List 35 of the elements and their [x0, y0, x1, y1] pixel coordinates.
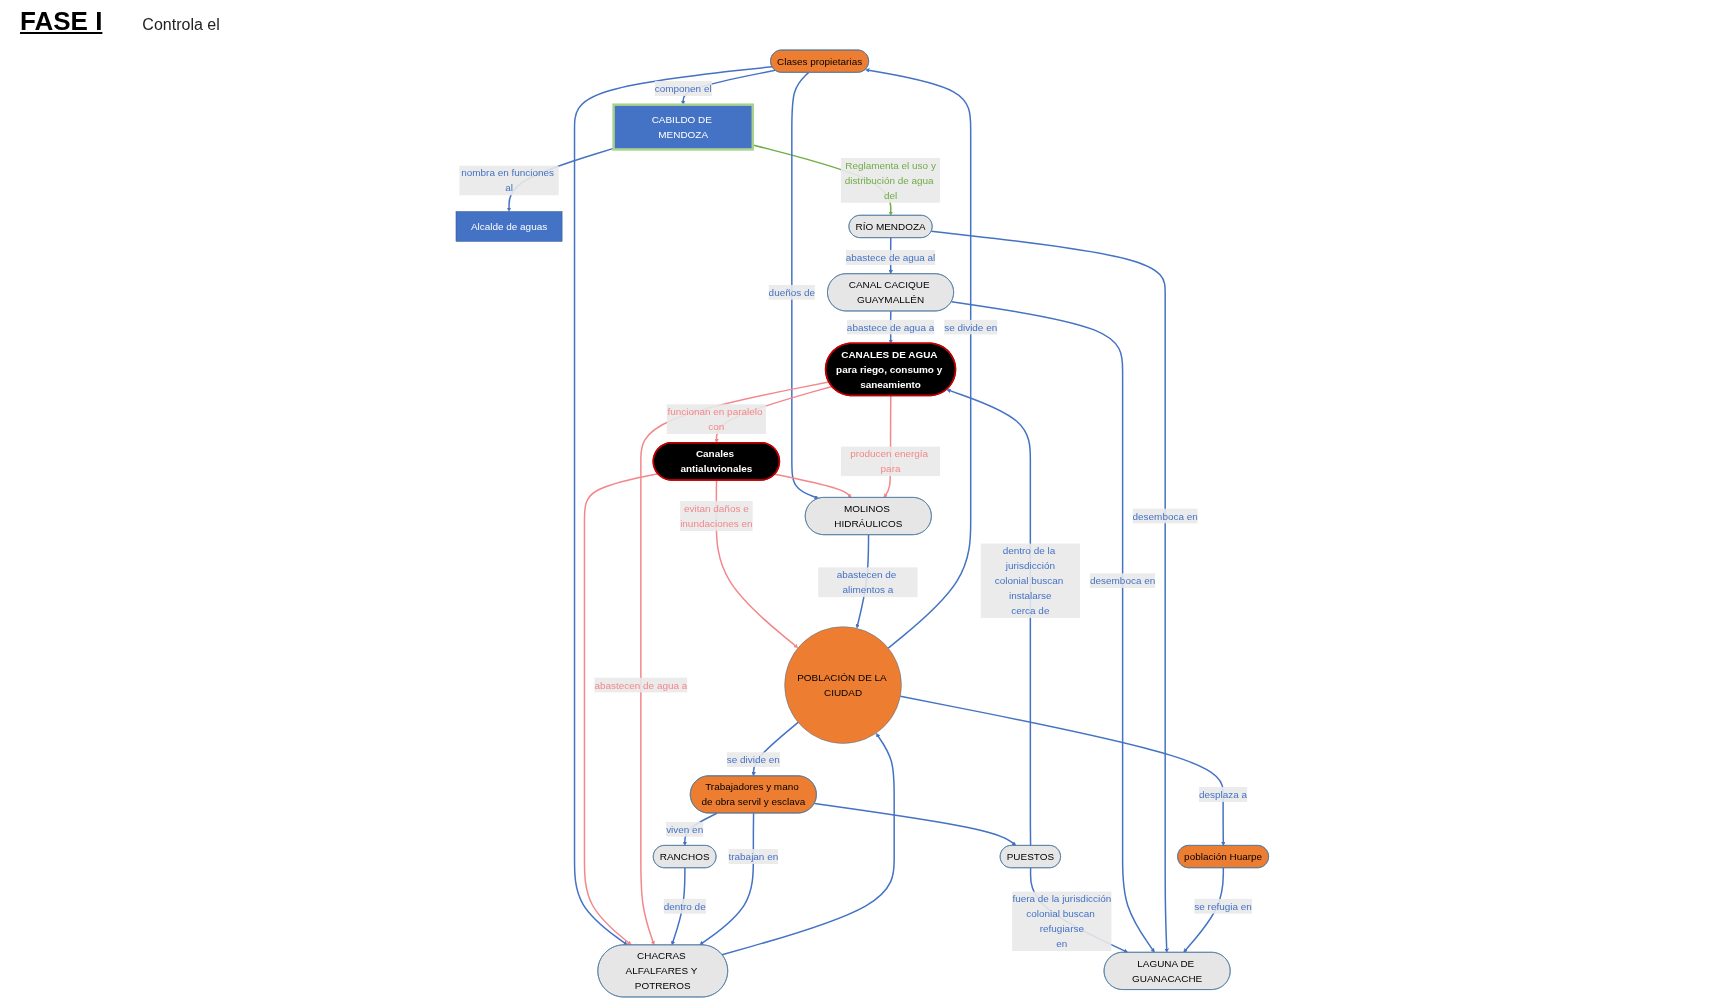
- edge-label: se divide en: [726, 754, 780, 766]
- edge-label: dentro de: [663, 900, 706, 912]
- arrow: [773, 473, 852, 498]
- edge-label: funcionan en paralelo con: [667, 406, 763, 433]
- diagram-title: FASE I: [20, 6, 103, 37]
- edge-label: dentro de la jurisdicción colonial buscan instalarse cerca de: [994, 545, 1063, 616]
- arrow: [899, 695, 1226, 846]
- edge-label: evitan daños e inundaciones en: [679, 503, 753, 529]
- edge-label: desemboca en: [1089, 575, 1155, 587]
- edge-label: abastecen de agua a: [594, 679, 688, 691]
- arrow: [583, 473, 659, 946]
- edge-label: nombra en funciones al: [460, 167, 554, 194]
- node-box: Alcalde de aguas: [455, 211, 563, 242]
- arrow: [864, 68, 972, 649]
- edge-label: se divide en: [943, 321, 997, 333]
- edge-label: producen energía para: [849, 448, 928, 475]
- node-box: CABILDO DE MENDOZA: [612, 103, 754, 151]
- node-circle: POBLACIÓN DE LA CIUDAD: [784, 626, 902, 744]
- edge-label: dueños de: [768, 286, 815, 298]
- arrow: [721, 733, 895, 956]
- note-text: Controla el: [142, 16, 220, 33]
- arrow: [699, 812, 755, 946]
- edge-label: abastece de agua a: [846, 321, 934, 333]
- edge-label: abastece de agua al: [845, 252, 936, 263]
- edge-label: fuera de la jurisdicción colonial buscan refugiarse en: [1012, 893, 1112, 950]
- arrow: [790, 71, 819, 500]
- edge-label: se refugia en: [1194, 900, 1252, 912]
- edge-label: viven en: [665, 823, 703, 835]
- edge-label: trabajan en: [728, 851, 778, 863]
- edge-label: abastecen de alimentos a: [836, 569, 897, 596]
- arrow: [813, 802, 1017, 846]
- edge-label: componen el: [654, 83, 712, 94]
- edge-label: desemboca en: [1132, 510, 1198, 522]
- edge-label: desplaza a: [1198, 788, 1247, 800]
- edge-label: Reglamenta el uso y distribución de agua del: [844, 160, 936, 201]
